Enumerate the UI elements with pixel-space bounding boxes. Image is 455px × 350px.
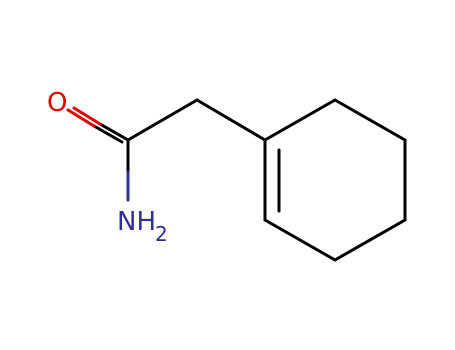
amine-subscript-label: 2 bbox=[155, 222, 168, 246]
carbonyl-double-bond bbox=[66, 106, 130, 144]
bond-methylene-ring bbox=[195, 98, 267, 142]
bond-c-o-black-1 bbox=[98, 122, 130, 142]
ring-bond-5 bbox=[263, 218, 337, 262]
amine-label: NH 2 bbox=[117, 207, 168, 246]
bond-c-o-red-1 bbox=[72, 106, 102, 126]
cyclohexene-ring bbox=[263, 98, 407, 262]
ring-bond-2 bbox=[333, 98, 407, 142]
bond-c-o-red-2 bbox=[66, 108, 96, 128]
ring-bond-4 bbox=[333, 218, 407, 262]
oxygen-label: O bbox=[47, 88, 67, 118]
bond-c-o-black-2 bbox=[92, 124, 124, 144]
ring-bond-1 bbox=[263, 98, 337, 142]
bond-carbonyl-methylene bbox=[126, 98, 199, 142]
amine-nh-label: NH bbox=[117, 207, 156, 237]
